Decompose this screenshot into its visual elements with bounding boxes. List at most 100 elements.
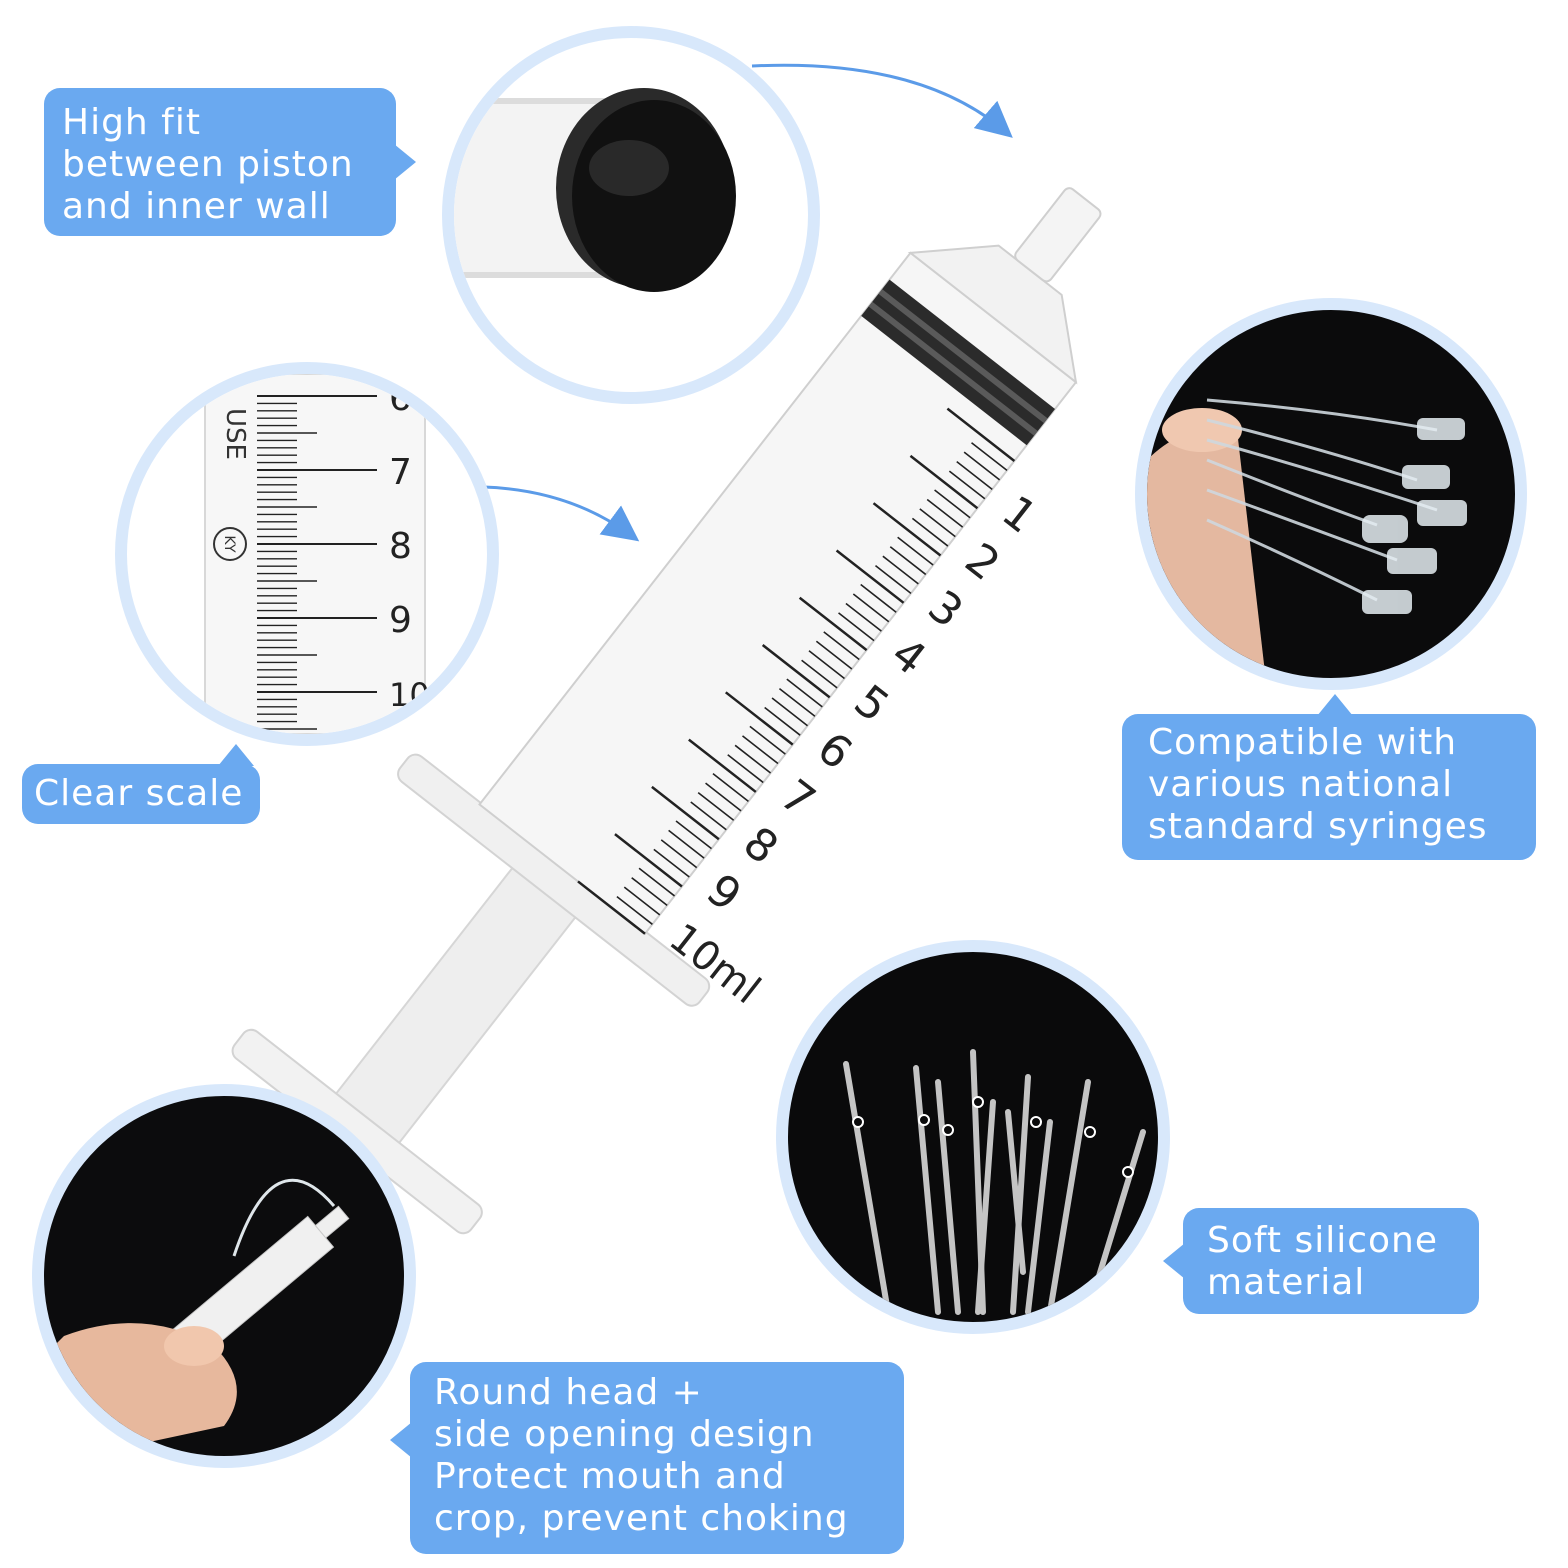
scale-closeup-number: 9 — [389, 600, 412, 641]
barrel-scale-number: 6 — [808, 723, 861, 780]
callout-line: between piston — [62, 144, 354, 185]
barrel-tick — [668, 829, 705, 859]
barrel-tick — [712, 773, 749, 803]
barrel-tick — [835, 549, 905, 604]
barrel-tick — [761, 644, 831, 699]
barrel-tick — [638, 867, 676, 897]
barrel-tick — [838, 612, 875, 642]
scale-closeup-art: 6 7 8 9 10m KY USE — [204, 374, 461, 734]
scale-closeup: 6 7 8 9 10m KY USE — [115, 362, 499, 746]
barrel-tick — [852, 593, 890, 623]
barrel-tick — [860, 583, 897, 613]
callout-line: Protect mouth and — [434, 1456, 786, 1497]
callout-line: standard syringes — [1148, 806, 1488, 847]
scale-closeup-number: 7 — [389, 452, 412, 493]
barrel-tick — [919, 508, 956, 538]
barrel-tick — [764, 706, 801, 736]
piston-closeup — [442, 26, 820, 404]
barrel-tick — [874, 565, 912, 594]
barrel-tick — [651, 785, 720, 841]
callout-line: various national — [1148, 764, 1454, 805]
tube-tips-closeup — [1135, 298, 1527, 690]
barrel-tick — [948, 470, 986, 500]
barrel-tick — [623, 886, 661, 916]
barrel-tick — [808, 650, 845, 680]
barrel-tick — [727, 754, 764, 784]
barrel-tick — [889, 546, 927, 576]
scale-closeup-number: 6 — [389, 378, 412, 419]
barrel-tick — [697, 791, 735, 821]
callout-line: Compatible with — [1148, 722, 1458, 763]
barrel-tick — [616, 895, 653, 925]
barrel-scale-number: 1 — [992, 486, 1045, 543]
piston-closeup-art — [454, 88, 736, 292]
barrel-scale-number: 9 — [697, 864, 750, 921]
barrel-scale-number: 7 — [771, 770, 824, 827]
barrel-tick — [631, 877, 668, 907]
tube-tips-art — [1147, 398, 1467, 678]
callout-soft-silicone: Soft silicone material — [1163, 1208, 1479, 1314]
barrel-tick — [653, 848, 690, 878]
callout-piston-fit: High fit between piston and inner wall — [44, 88, 416, 236]
hand-syringe-art — [44, 1178, 350, 1456]
barrel-tick — [734, 744, 772, 774]
barrel-scale-number: 5 — [845, 675, 898, 732]
barrel-tick — [660, 839, 698, 869]
barrel-tick — [690, 801, 727, 831]
scale-closeup-number: 8 — [389, 526, 412, 567]
barrel-tick — [911, 517, 949, 547]
barrel-tick — [778, 687, 816, 717]
barrel-scale-number: 3 — [919, 581, 972, 638]
callout-line: and inner wall — [62, 186, 331, 227]
barrel-tick — [934, 489, 971, 519]
callout-line: crop, prevent choking — [434, 1498, 849, 1539]
piston-arrow — [751, 63, 1013, 138]
barrel-tick — [882, 555, 919, 585]
barrel-tick — [771, 697, 809, 727]
barrel-scale-number: 8 — [734, 817, 787, 874]
callout-line: Round head + — [434, 1372, 703, 1413]
barrel-tick — [749, 725, 786, 755]
barrel-tick — [845, 602, 882, 632]
barrel-tick — [963, 451, 1001, 481]
callout-round-head: Round head + side opening design Protect… — [390, 1362, 904, 1554]
barrel-tick — [577, 880, 646, 935]
barrel-tick — [946, 407, 1016, 462]
callout-line: Soft silicone — [1207, 1220, 1439, 1261]
callout-line: side opening design — [434, 1414, 815, 1455]
barrel-tick — [815, 640, 853, 670]
silicone-tubes-art — [843, 1049, 1146, 1315]
barrel-tick — [688, 738, 757, 793]
scale-logo-text: KY — [221, 535, 237, 553]
callout-line: material — [1207, 1262, 1366, 1303]
barrel-tick — [823, 631, 860, 661]
barrel-tick — [897, 536, 934, 566]
barrel-tick — [614, 833, 683, 888]
barrel-tick — [798, 596, 868, 652]
barrel-scale-number: 2 — [956, 533, 1009, 590]
scale-arrow — [483, 485, 640, 542]
barrel-tick — [675, 820, 712, 850]
callout-line: High fit — [62, 102, 201, 143]
callout-clear-scale: Clear scale — [22, 744, 260, 824]
scale-closeup-number: 10m — [389, 676, 461, 714]
barrel-tick — [971, 442, 1008, 472]
silicone-tubes-closeup — [776, 940, 1170, 1334]
barrel-scale-number: 4 — [882, 628, 935, 685]
barrel-tick — [801, 659, 838, 689]
barrel-tick — [956, 460, 993, 490]
barrel-tick — [786, 678, 823, 708]
barrel-tick — [724, 691, 794, 746]
barrel-tick — [909, 454, 979, 510]
callout-line: Clear scale — [34, 773, 244, 814]
scale-brand-text: USE — [220, 408, 250, 460]
barrel-tick — [742, 735, 779, 765]
barrel-tick — [926, 498, 964, 528]
hand-syringe-closeup — [32, 1084, 416, 1468]
barrel-tick — [872, 502, 942, 557]
callout-compatible: Compatible with various national standar… — [1122, 694, 1536, 860]
barrel-tick — [705, 782, 742, 812]
